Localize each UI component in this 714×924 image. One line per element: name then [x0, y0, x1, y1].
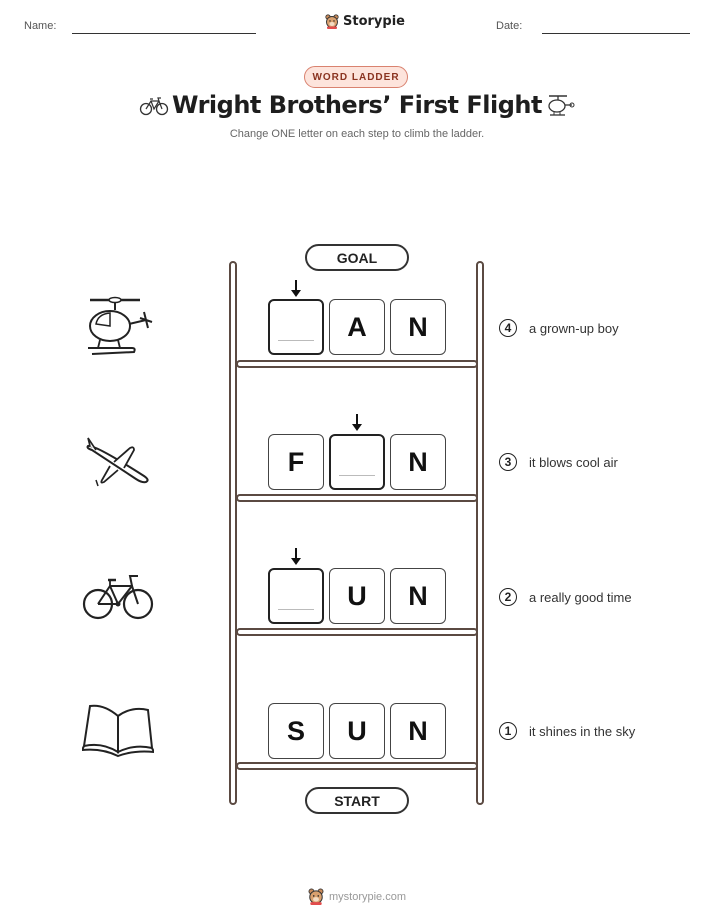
ladder-rung	[236, 494, 478, 502]
airplane-icon	[86, 437, 149, 487]
name-line[interactable]	[72, 33, 256, 34]
brand-name: Storypie	[343, 14, 405, 29]
date-label: Date:	[496, 20, 523, 32]
letter-box: N	[390, 299, 446, 355]
ladder-rung	[236, 360, 478, 368]
bear-icon	[325, 14, 339, 29]
bicycle-icon	[82, 575, 154, 620]
letter-box: U	[329, 568, 385, 624]
book-icon	[82, 704, 154, 758]
letter-box: U	[329, 703, 385, 759]
page-title: Wright Brothers’ First Flight	[172, 91, 542, 119]
goal-label: GOAL	[305, 244, 409, 271]
bear-icon	[308, 888, 324, 905]
letter-box: N	[390, 703, 446, 759]
arrow-down-icon	[291, 280, 301, 297]
footer-url[interactable]: mystorypie.com	[328, 890, 407, 903]
letter-box: F	[268, 434, 324, 490]
letter-box: A	[329, 299, 385, 355]
ladder-rung	[236, 628, 478, 636]
letter-box-blank[interactable]	[268, 568, 324, 624]
word-ladder-badge: WORD LADDER	[304, 66, 408, 88]
clue-text: it shines in the sky	[529, 724, 636, 739]
ladder-left-rail	[229, 261, 237, 805]
bicycle-icon	[139, 97, 169, 116]
date-line[interactable]	[542, 33, 690, 34]
letter-box: N	[390, 568, 446, 624]
arrow-down-icon	[352, 414, 362, 431]
letter-box-blank[interactable]	[268, 299, 324, 355]
letter-box: S	[268, 703, 324, 759]
clue-text: it blows cool air	[529, 455, 618, 470]
brand-logo: Storypie	[325, 14, 405, 29]
instructions: Change ONE letter on each step to climb …	[229, 128, 485, 140]
step-number: 1	[499, 722, 517, 740]
ladder-rung	[236, 762, 478, 770]
step-number: 2	[499, 588, 517, 606]
helicopter-icon	[548, 95, 575, 116]
footer: mystorypie.com	[0, 888, 714, 905]
arrow-down-icon	[291, 548, 301, 565]
step-number: 4	[499, 319, 517, 337]
ladder-right-rail	[476, 261, 484, 805]
start-label: START	[305, 787, 409, 814]
letter-box: N	[390, 434, 446, 490]
clue-text: a grown-up boy	[529, 321, 619, 336]
step-number: 3	[499, 453, 517, 471]
letter-box-blank[interactable]	[329, 434, 385, 490]
clue-text: a really good time	[529, 590, 632, 605]
helicopter-icon	[88, 296, 153, 355]
name-label: Name:	[24, 20, 57, 32]
